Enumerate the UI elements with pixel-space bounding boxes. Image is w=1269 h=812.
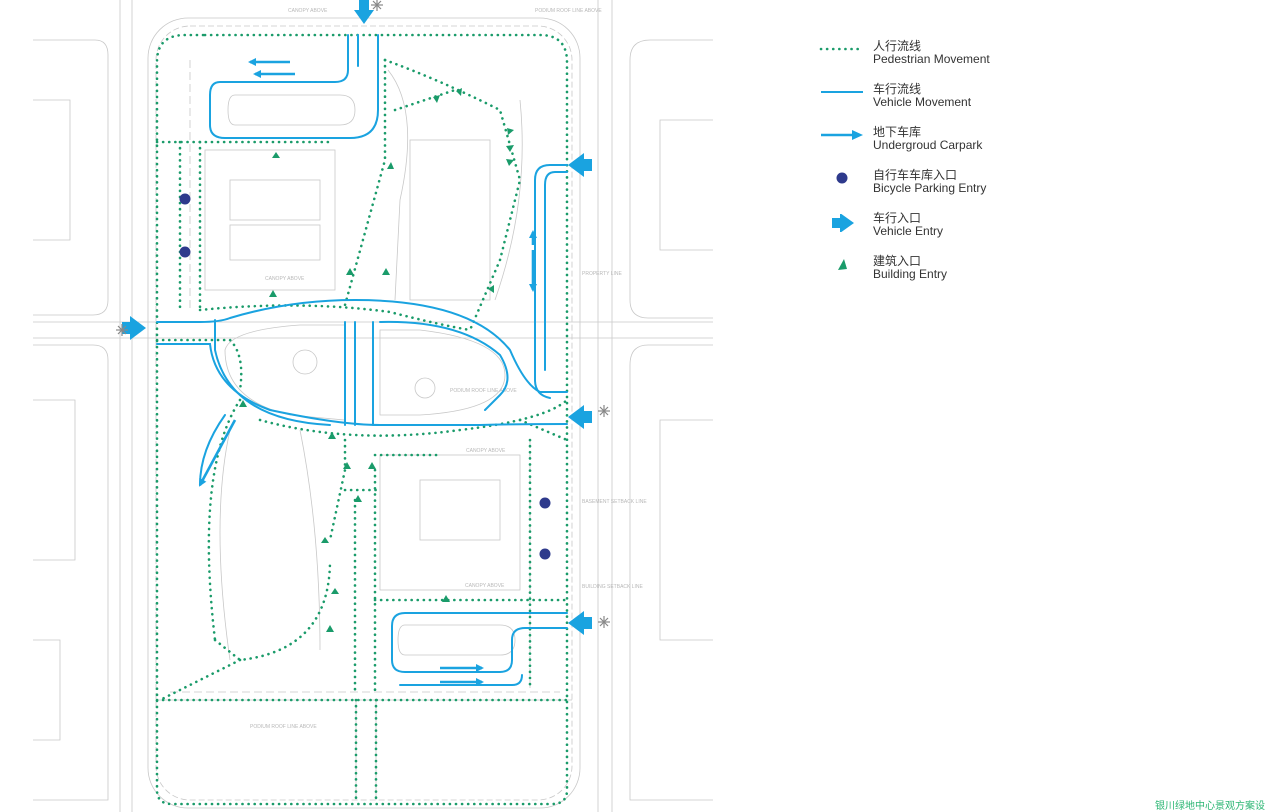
footer-project-title: 银川绿地中心景观方案设 [1155,801,1265,812]
legend-cn: 自行车车库入口 [873,168,958,182]
legend-en: Bicycle Parking Entry [873,181,987,195]
svg-text:CANOPY ABOVE: CANOPY ABOVE [288,8,328,14]
legend-cn: 车行流线 [873,82,922,96]
legend-en: Undergroud Carpark [873,138,983,152]
legend-item-bicycle: 自行车车库入口 Bicycle Parking Entry [818,169,1118,212]
legend-cn: 建筑入口 [873,254,922,268]
legend-en: Vehicle Entry [873,224,944,238]
legend-en: Vehicle Movement [873,95,972,109]
vehicle-entry-left [122,316,146,340]
building-entries [239,88,514,632]
svg-text:CANOPY ABOVE: CANOPY ABOVE [465,583,505,589]
bicycle-entry-3 [539,497,551,509]
legend-cn: 人行流线 [873,39,922,53]
carpark-arrows [198,58,537,686]
svg-text:PODIUM ROOF LINE ABOVE: PODIUM ROOF LINE ABOVE [450,388,517,394]
legend-cn: 地下车库 [873,125,922,139]
bicycle-entry-4 [539,548,551,560]
legend-en: Pedestrian Movement [873,52,990,66]
svg-text:CANOPY ABOVE: CANOPY ABOVE [466,448,506,454]
vehicle-entry-top [354,0,374,24]
bicycle-entries [179,193,551,560]
legend-item-pedestrian: 人行流线 Pedestrian Movement [818,40,1118,83]
vehicle-entry-right-1 [568,153,592,177]
svg-text:CANOPY ABOVE: CANOPY ABOVE [265,276,305,282]
legend: 人行流线 Pedestrian Movement 车行流线 Vehicle Mo… [818,40,1118,298]
legend-item-building-entry: 建筑入口 Building Entry [818,255,1118,298]
vehicle-entries [122,0,592,635]
solid-line-icon [821,91,863,93]
site-plan: CANOPY ABOVE PODIUM ROOF LINE ABOVE CANO… [33,0,713,812]
bicycle-entry-2 [179,246,191,258]
asterisk-markers [116,0,610,628]
vehicle-entry-right-2 [568,405,592,429]
legend-en: Building Entry [873,267,948,281]
bicycle-entry-1 [179,193,191,205]
svg-text:BUILDING SETBACK LINE: BUILDING SETBACK LINE [582,584,644,590]
vehicle-entry-right-3 [568,611,592,635]
legend-item-vehicle-entry: 车行入口 Vehicle Entry [818,212,1118,255]
vehicle-paths [156,34,568,686]
triangle-icon [838,259,847,270]
legend-cn: 车行入口 [873,211,922,225]
legend-item-vehicle: 车行流线 Vehicle Movement [818,83,1118,126]
svg-text:PROPERTY LINE: PROPERTY LINE [582,271,622,277]
pedestrian-paths [155,33,569,806]
svg-text:PODIUM ROOF LINE ABOVE: PODIUM ROOF LINE ABOVE [250,724,317,730]
legend-item-carpark: 地下车库 Undergroud Carpark [818,126,1118,169]
big-arrow-icon [832,214,854,232]
svg-text:BASEMENT SETBACK LINE: BASEMENT SETBACK LINE [582,499,647,505]
dot-icon [836,172,848,184]
dotted-line-icon [819,47,865,51]
arrow-icon [821,130,863,140]
svg-text:PODIUM ROOF LINE ABOVE: PODIUM ROOF LINE ABOVE [535,8,602,14]
plan-labels: CANOPY ABOVE PODIUM ROOF LINE ABOVE CANO… [250,8,647,730]
